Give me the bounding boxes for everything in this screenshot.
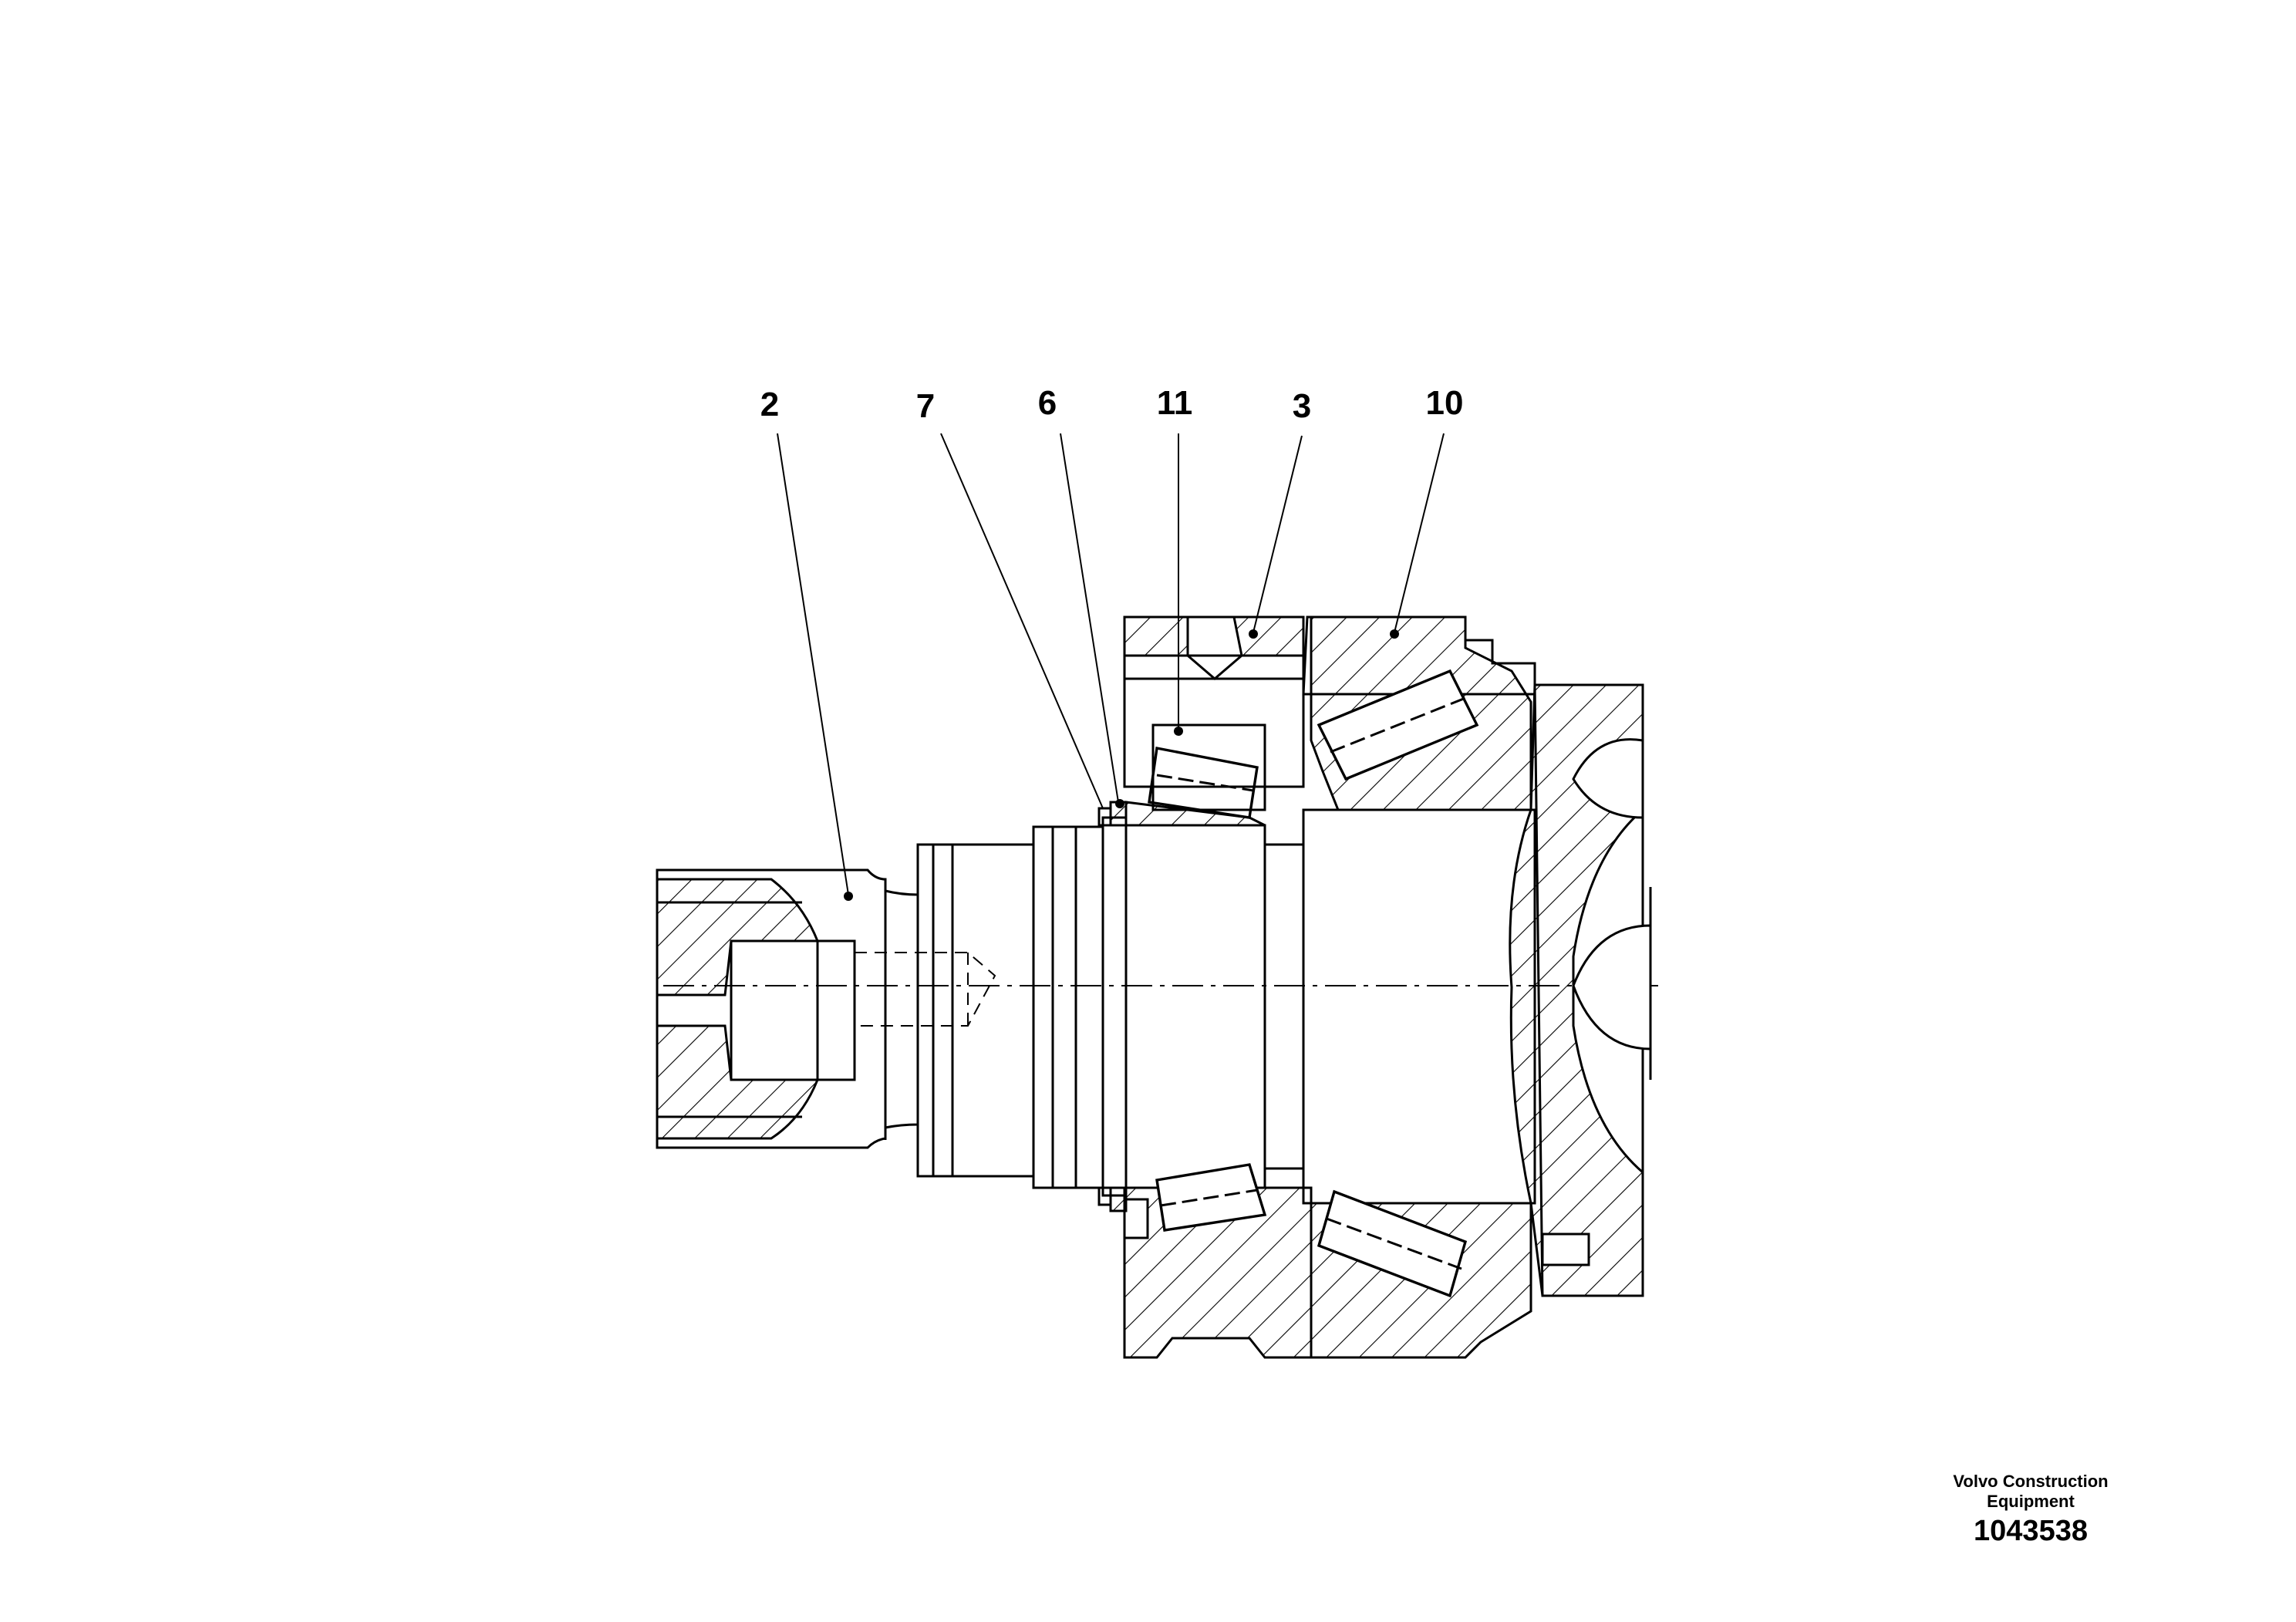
leader-dots <box>844 629 1399 901</box>
bearing-housing-part-3 <box>1123 615 1305 827</box>
seal-ring-part-6 <box>1109 801 1128 1212</box>
bearing-housing-lower <box>1123 1163 1313 1359</box>
company-name: Volvo Construction <box>1953 1472 2109 1491</box>
internal-bore-hidden-lines <box>854 952 996 1027</box>
callout-3: 3 <box>1292 387 1312 425</box>
callout-6: 6 <box>1037 384 1057 422</box>
main-shaft <box>916 808 1536 1205</box>
callout-10: 10 <box>1425 384 1464 422</box>
drawing-number: 1043538 <box>1974 1515 2088 1547</box>
callout-11: 11 <box>1156 384 1193 422</box>
company-name-line2: Equipment <box>1987 1492 2075 1511</box>
callout-7: 7 <box>915 387 936 425</box>
callout-2: 2 <box>760 386 780 423</box>
gear-hub-part-10 <box>1302 615 1536 1359</box>
end-cap-housing <box>1509 683 1652 1297</box>
leader-lines <box>777 433 1445 895</box>
input-coupling-part-2 <box>656 868 919 1149</box>
retaining-ring-part-7 <box>1097 807 1112 1206</box>
